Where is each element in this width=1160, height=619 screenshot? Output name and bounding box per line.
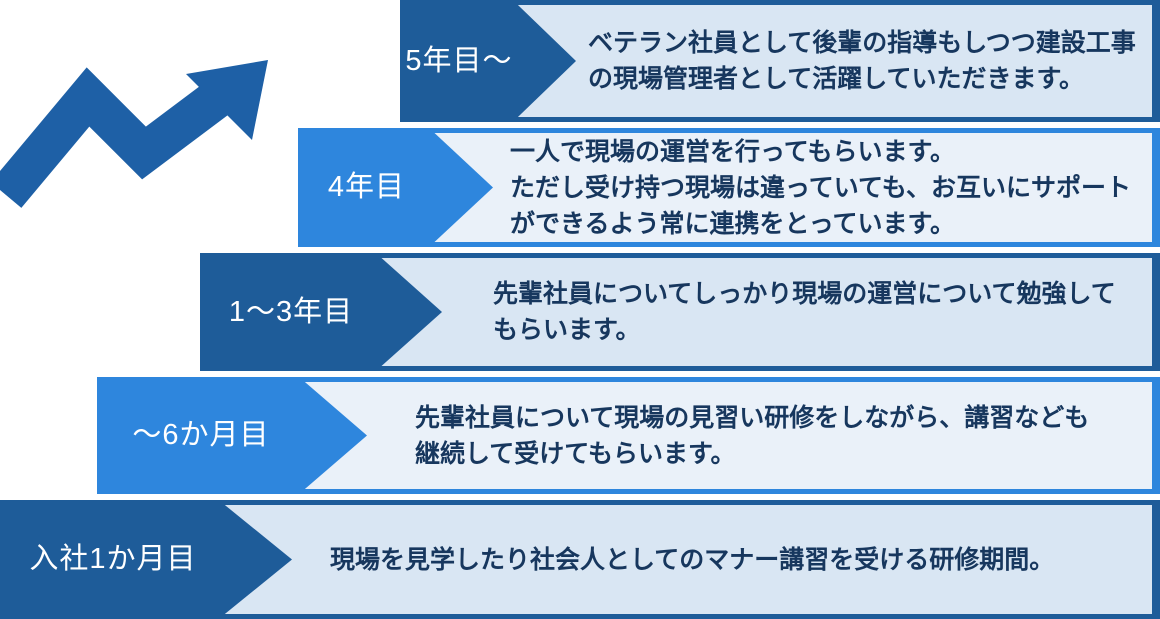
growth-arrow-icon — [0, 0, 300, 230]
stage-label-chevron: 入社1か月目 — [0, 505, 292, 614]
growth-arrow-svg — [0, 60, 268, 208]
stage-row-month1: 入社1か月目 現場を見学したり社会人としてのマナー講習を受ける研修期間。 — [0, 500, 1160, 619]
stage-label: 入社1か月目 — [29, 543, 197, 575]
stage-label: 4年目 — [327, 171, 406, 203]
stage-label: ～6か月目 — [132, 419, 270, 451]
stage-description: 現場を見学したり社会人としてのマナー講習を受ける研修期間。 — [330, 545, 1055, 574]
stage-label: 5年目～ — [405, 44, 513, 77]
stage-description: 先輩社員について現場の見習い研修をしながら、講習なども 継続して受けてもらいます… — [415, 403, 1090, 468]
stage-label: 1～3年目 — [228, 295, 354, 328]
stage-label-chevron: 1～3年目 — [200, 258, 442, 366]
stage-label-chevron: 5年目～ — [400, 5, 576, 117]
stage-row-year4: 4年目 一人で現場の運営を行ってもらいます。 ただし受け持つ現場は違っていても、… — [298, 128, 1160, 247]
stage-description: ベテラン社員として後輩の指導もしつつ建設工事 の現場管理者として活躍していただき… — [588, 29, 1136, 93]
stage-description: 先輩社員についてしっかり現場の運営について勉強して もらいます。 — [493, 280, 1116, 344]
stage-row-year5plus: 5年目～ ベテラン社員として後輩の指導もしつつ建設工事 の現場管理者として活躍し… — [400, 0, 1160, 122]
stage-row-month6: ～6か月目 先輩社員について現場の見習い研修をしながら、講習なども 継続して受け… — [97, 377, 1160, 494]
stage-row-year1to3: 1～3年目 先輩社員についてしっかり現場の運営について勉強して もらいます。 — [200, 253, 1160, 371]
stage-description: 一人で現場の運営を行ってもらいます。 ただし受け持つ現場は違っていても、お互いに… — [510, 137, 1132, 238]
stage-label-chevron: 4年目 — [298, 133, 493, 242]
stage-label-chevron: ～6か月目 — [97, 382, 367, 489]
